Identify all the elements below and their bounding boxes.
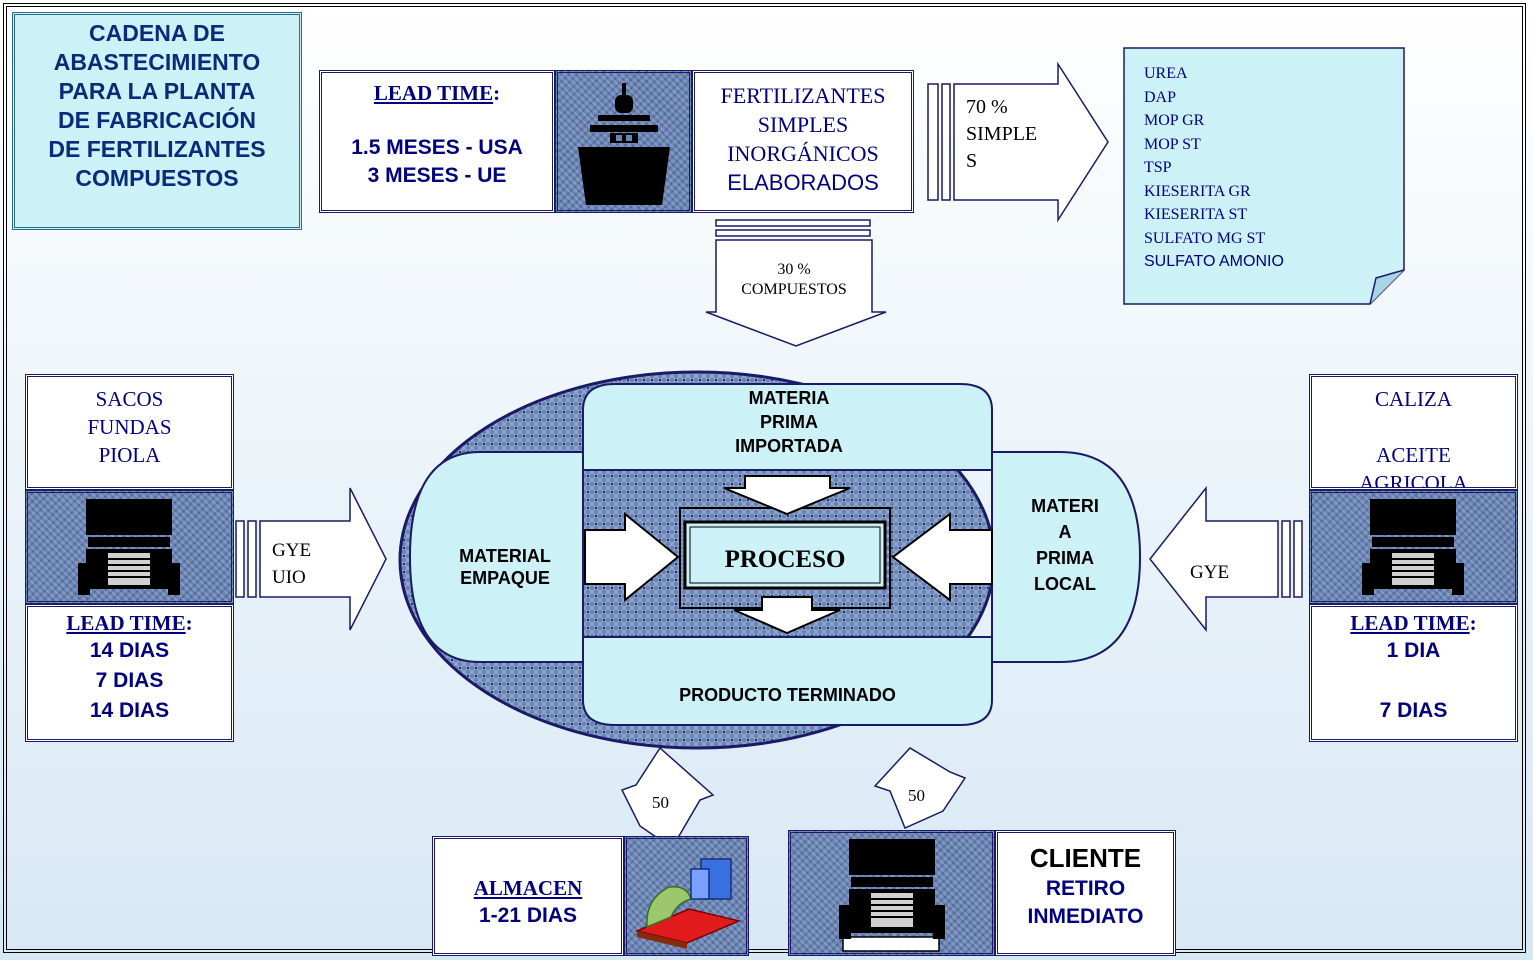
import-lead-time-box: LEAD TIME: 1.5 MESES - USA 3 MESES - UE	[319, 70, 555, 213]
truck-icon	[78, 499, 180, 595]
warehouse-icon	[634, 858, 742, 949]
out-left-percent: 50	[652, 793, 669, 812]
warehouse-tile	[624, 836, 749, 956]
list-item: SULFATO AMONIO	[1144, 253, 1284, 270]
list-item: MOP ST	[1144, 135, 1201, 153]
list-item: MOP GR	[1144, 112, 1205, 129]
truck-icon	[839, 839, 945, 952]
panel-materia-importada	[582, 383, 993, 471]
arrow-left-supply	[235, 487, 387, 631]
list-item: KIESERITA GR	[1144, 182, 1251, 200]
panel-producto-terminado	[582, 636, 993, 726]
client-box: CLIENTE RETIRO INMEDIATO	[995, 830, 1176, 956]
compuestos-percent-label: 30 %COMPUESTOS	[741, 261, 847, 298]
local-materials-box: CALIZA ACEITE AGRICOLA	[1309, 374, 1518, 490]
client-heading: CLIENTE	[1029, 843, 1142, 873]
truck-tile-left	[25, 490, 234, 604]
diagram-frame	[3, 3, 1526, 953]
arrow-compuestos	[705, 219, 887, 347]
ship-tile	[555, 70, 692, 213]
out-right-percent: 50	[908, 786, 925, 805]
panel-materia-local	[991, 451, 1142, 663]
lead-time-line: 3 MESES - UE	[367, 164, 507, 187]
fertilizers-box: FERTILIZANTES SIMPLES INORGÁNICOS ELABOR…	[692, 70, 914, 213]
packaging-items-box: SACOS FUNDAS PIOLA	[25, 374, 234, 490]
panel-material-empaque	[408, 451, 584, 663]
truck-tile-right	[1309, 490, 1518, 604]
ship-icon	[578, 83, 670, 205]
arrow-right-left	[584, 511, 680, 603]
arrow-down-bottom	[733, 596, 841, 635]
arrow-out-right	[873, 747, 967, 830]
warehouse-box: ALMACEN 1-21 DIAS	[432, 836, 624, 956]
lead-time-line: 1.5 MESES - USA	[351, 136, 523, 159]
arrow-left-right	[891, 511, 993, 603]
list-item: TSP	[1144, 159, 1172, 176]
simple-fertilizer-list: UREA DAP MOP GR MOP ST TSP KIESERITA GR …	[1144, 62, 1284, 274]
right-lead-time-box: LEAD TIME: 1 DIA 7 DIAS	[1309, 604, 1518, 742]
arrow-simples	[927, 61, 1109, 223]
truck-icon	[1362, 499, 1464, 595]
arrow-right-supply	[1149, 485, 1303, 633]
list-item: DAP	[1144, 88, 1177, 106]
arrow-down-top	[723, 475, 851, 516]
truck-tile-client	[788, 830, 995, 956]
list-item: UREA	[1144, 65, 1188, 82]
list-item: KIESERITA ST	[1144, 206, 1248, 223]
right-route-label: GYE	[1190, 562, 1230, 583]
list-item: SULFATO MG ST	[1144, 229, 1266, 247]
lead-time-heading: LEAD TIME	[373, 81, 494, 105]
left-lead-time-box: LEAD TIME: 14 DIAS 7 DIAS 14 DIAS	[25, 604, 234, 742]
label-producto-terminado: PRODUCTO TERMINADO	[679, 685, 896, 705]
label-proceso: PROCESO	[724, 546, 846, 573]
